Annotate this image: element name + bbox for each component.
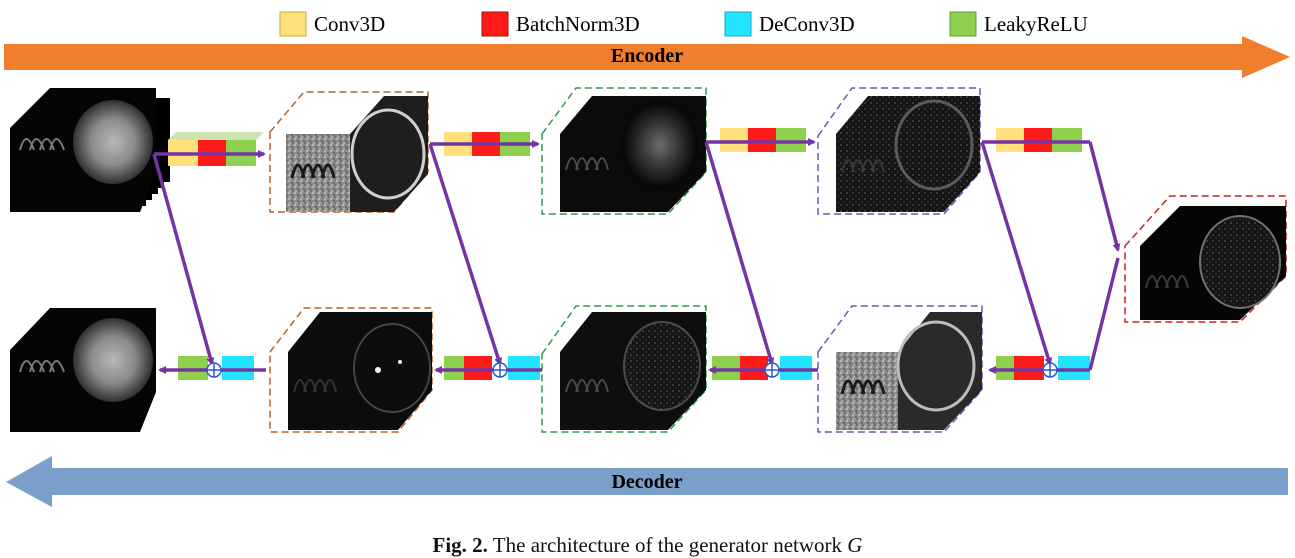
encoder-arrow: Encoder xyxy=(4,36,1290,78)
batchnorm3d-block xyxy=(748,128,776,152)
caption-figure-number: Fig. 2. xyxy=(432,533,488,557)
input-mri-stack xyxy=(10,88,170,212)
encoder-block-1 xyxy=(168,132,264,166)
concat-icon xyxy=(492,362,508,378)
batchnorm3d-swatch xyxy=(481,11,509,37)
skip-connection-2 xyxy=(428,143,502,366)
deconv3d-block xyxy=(1058,356,1090,380)
decoder-label: Decoder xyxy=(611,471,682,493)
encoder-feature-stack-1 xyxy=(269,91,429,213)
decoder-feature-stack-1 xyxy=(269,307,433,433)
legend-item-leakyrelu: LeakyReLU xyxy=(949,11,1088,37)
concat-icon xyxy=(206,362,222,378)
conv3d-swatch xyxy=(279,11,307,37)
deconv3d-block xyxy=(508,356,540,380)
conv3d-block xyxy=(996,128,1024,152)
encoder-feature-stack-3 xyxy=(817,87,981,215)
legend-item-batchnorm3d: BatchNorm3D xyxy=(481,11,640,37)
decoder-block-1 xyxy=(178,356,254,380)
skip-connection-3 xyxy=(704,141,775,366)
from-bottleneck-path xyxy=(1088,257,1120,371)
caption-symbol: G xyxy=(847,533,863,557)
decoder-block-4 xyxy=(996,356,1090,380)
skip-connection-1 xyxy=(152,153,215,366)
concat-icon xyxy=(764,362,780,378)
decoder-feature-stack-3 xyxy=(817,305,983,433)
encoder-block-4 xyxy=(996,128,1082,152)
deconv3d-block xyxy=(780,356,812,380)
leakyrelu-block xyxy=(996,356,1016,380)
deconv3d-block xyxy=(222,356,254,380)
decoder-block-3 xyxy=(712,356,812,380)
output-mri-stack xyxy=(10,308,156,432)
decoder-block-2 xyxy=(444,356,540,380)
encoder-label: Encoder xyxy=(611,45,683,67)
legend-item-conv3d: Conv3D xyxy=(279,11,385,37)
legend-label-batchnorm3d: BatchNorm3D xyxy=(516,12,640,36)
legend-label-leakyrelu: LeakyReLU xyxy=(984,12,1088,36)
leakyrelu-block xyxy=(178,356,208,380)
legend-label-conv3d: Conv3D xyxy=(314,12,385,36)
skip-connection-4 xyxy=(980,141,1053,366)
caption-text: The architecture of the generator networ… xyxy=(487,533,848,557)
concat-icon xyxy=(1042,362,1058,378)
leakyrelu-block xyxy=(1052,128,1082,152)
legend-label-deconv3d: DeConv3D xyxy=(759,12,855,36)
encoder-feature-stack-2 xyxy=(541,87,707,215)
leakyrelu-block xyxy=(712,356,740,380)
legend: Conv3D BatchNorm3D DeConv3D LeakyReLU xyxy=(279,11,1088,37)
conv3d-block xyxy=(720,128,748,152)
decoder-arrow: Decoder xyxy=(6,456,1288,507)
bottleneck-feature-stack xyxy=(1124,195,1287,323)
concat-symbols xyxy=(206,362,1058,378)
batchnorm3d-block xyxy=(740,356,768,380)
leakyrelu-swatch xyxy=(949,11,977,37)
figure-caption: Fig. 2. The architecture of the generato… xyxy=(0,533,1295,558)
decoder-feature-stack-2 xyxy=(541,305,707,433)
leakyrelu-block xyxy=(776,128,806,152)
to-bottleneck-path xyxy=(1088,141,1121,252)
encoder-block-3 xyxy=(720,128,806,152)
deconv3d-swatch xyxy=(724,11,752,37)
batchnorm3d-block xyxy=(1014,356,1044,380)
batchnorm3d-block xyxy=(464,356,492,380)
batchnorm3d-block xyxy=(1024,128,1052,152)
legend-item-deconv3d: DeConv3D xyxy=(724,11,855,37)
